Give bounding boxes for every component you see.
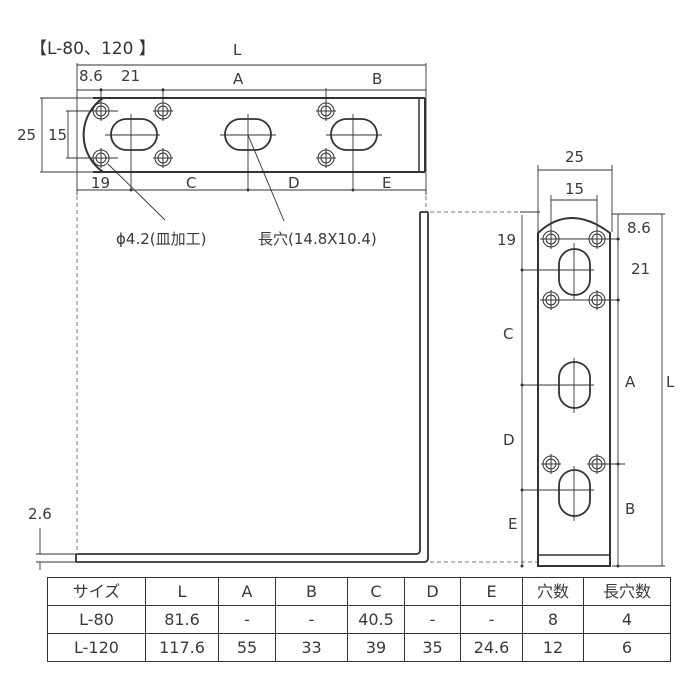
header-d: D xyxy=(404,577,461,606)
header-e: E xyxy=(460,577,523,606)
cell: 117.6 xyxy=(145,633,219,662)
l-profile xyxy=(75,211,429,563)
dim-15-top: 15 xyxy=(48,126,68,144)
cell: 33 xyxy=(275,633,348,662)
cell: 6 xyxy=(583,633,671,662)
cell: 4 xyxy=(583,605,671,634)
header-a: A xyxy=(218,577,276,606)
dim-a-side: A xyxy=(625,373,636,391)
dim-thickness: 2.6 xyxy=(28,505,52,523)
cell: 55 xyxy=(218,633,276,662)
dim-21-side: 21 xyxy=(631,260,651,278)
dim-e-top: E xyxy=(382,174,392,192)
header-b: B xyxy=(275,577,348,606)
cell: 40.5 xyxy=(347,605,405,634)
dim-d-side: D xyxy=(503,431,515,449)
dim-15-side: 15 xyxy=(565,180,585,198)
side-plate xyxy=(537,217,611,567)
slots-side xyxy=(558,248,591,517)
cell: - xyxy=(404,605,461,634)
dim-19-side: 19 xyxy=(497,231,517,249)
cell: 81.6 xyxy=(145,605,219,634)
spec-table: サイズ L A B C D E 穴数 長穴数 L-80 81.6 - - 40.… xyxy=(47,577,671,662)
dim-8-6-top: 8.6 xyxy=(79,67,103,85)
table-row: L-80 81.6 - - 40.5 - - 8 4 xyxy=(47,605,671,634)
cell: - xyxy=(275,605,348,634)
table-row: L-120 117.6 55 33 39 35 24.6 12 6 xyxy=(47,633,671,662)
callout-hole: ϕ4.2(皿加工) xyxy=(116,230,207,248)
header-slot-count: 長穴数 xyxy=(583,577,671,606)
header-hole-count: 穴数 xyxy=(522,577,584,606)
countersunk-holes-top xyxy=(91,101,336,168)
cell: 39 xyxy=(347,633,405,662)
table-header-row: サイズ L A B C D E 穴数 長穴数 xyxy=(47,577,671,606)
dim-b-top: B xyxy=(372,70,383,88)
dim-l-side: L xyxy=(666,373,675,391)
dim-d-top: D xyxy=(288,174,300,192)
dim-b-side: B xyxy=(625,500,636,518)
dim-c-side: C xyxy=(503,325,514,343)
cell: 35 xyxy=(404,633,461,662)
dim-c-top: C xyxy=(186,174,197,192)
dim-8-6-side: 8.6 xyxy=(627,219,651,237)
header-size: サイズ xyxy=(47,577,146,606)
header-l: L xyxy=(145,577,219,606)
cell: - xyxy=(218,605,276,634)
cell: L-120 xyxy=(47,633,146,662)
dim-e-side: E xyxy=(508,515,518,533)
cell: 24.6 xyxy=(460,633,523,662)
dim-a-top: A xyxy=(233,70,244,88)
header-c: C xyxy=(347,577,405,606)
cell: - xyxy=(460,605,523,634)
dim-25-side: 25 xyxy=(565,148,585,166)
dim-25-top: 25 xyxy=(17,126,37,144)
top-plate xyxy=(82,97,426,173)
drawing-title: 【L-80、120 】 xyxy=(30,39,156,59)
cell: 8 xyxy=(522,605,584,634)
dim-l-top: L xyxy=(233,41,242,59)
cell: 12 xyxy=(522,633,584,662)
callout-slot: 長穴(14.8X10.4) xyxy=(258,230,377,248)
slots-top xyxy=(110,118,378,151)
cell: L-80 xyxy=(47,605,146,634)
dim-19-top: 19 xyxy=(91,174,111,192)
dim-21-top: 21 xyxy=(121,67,141,85)
